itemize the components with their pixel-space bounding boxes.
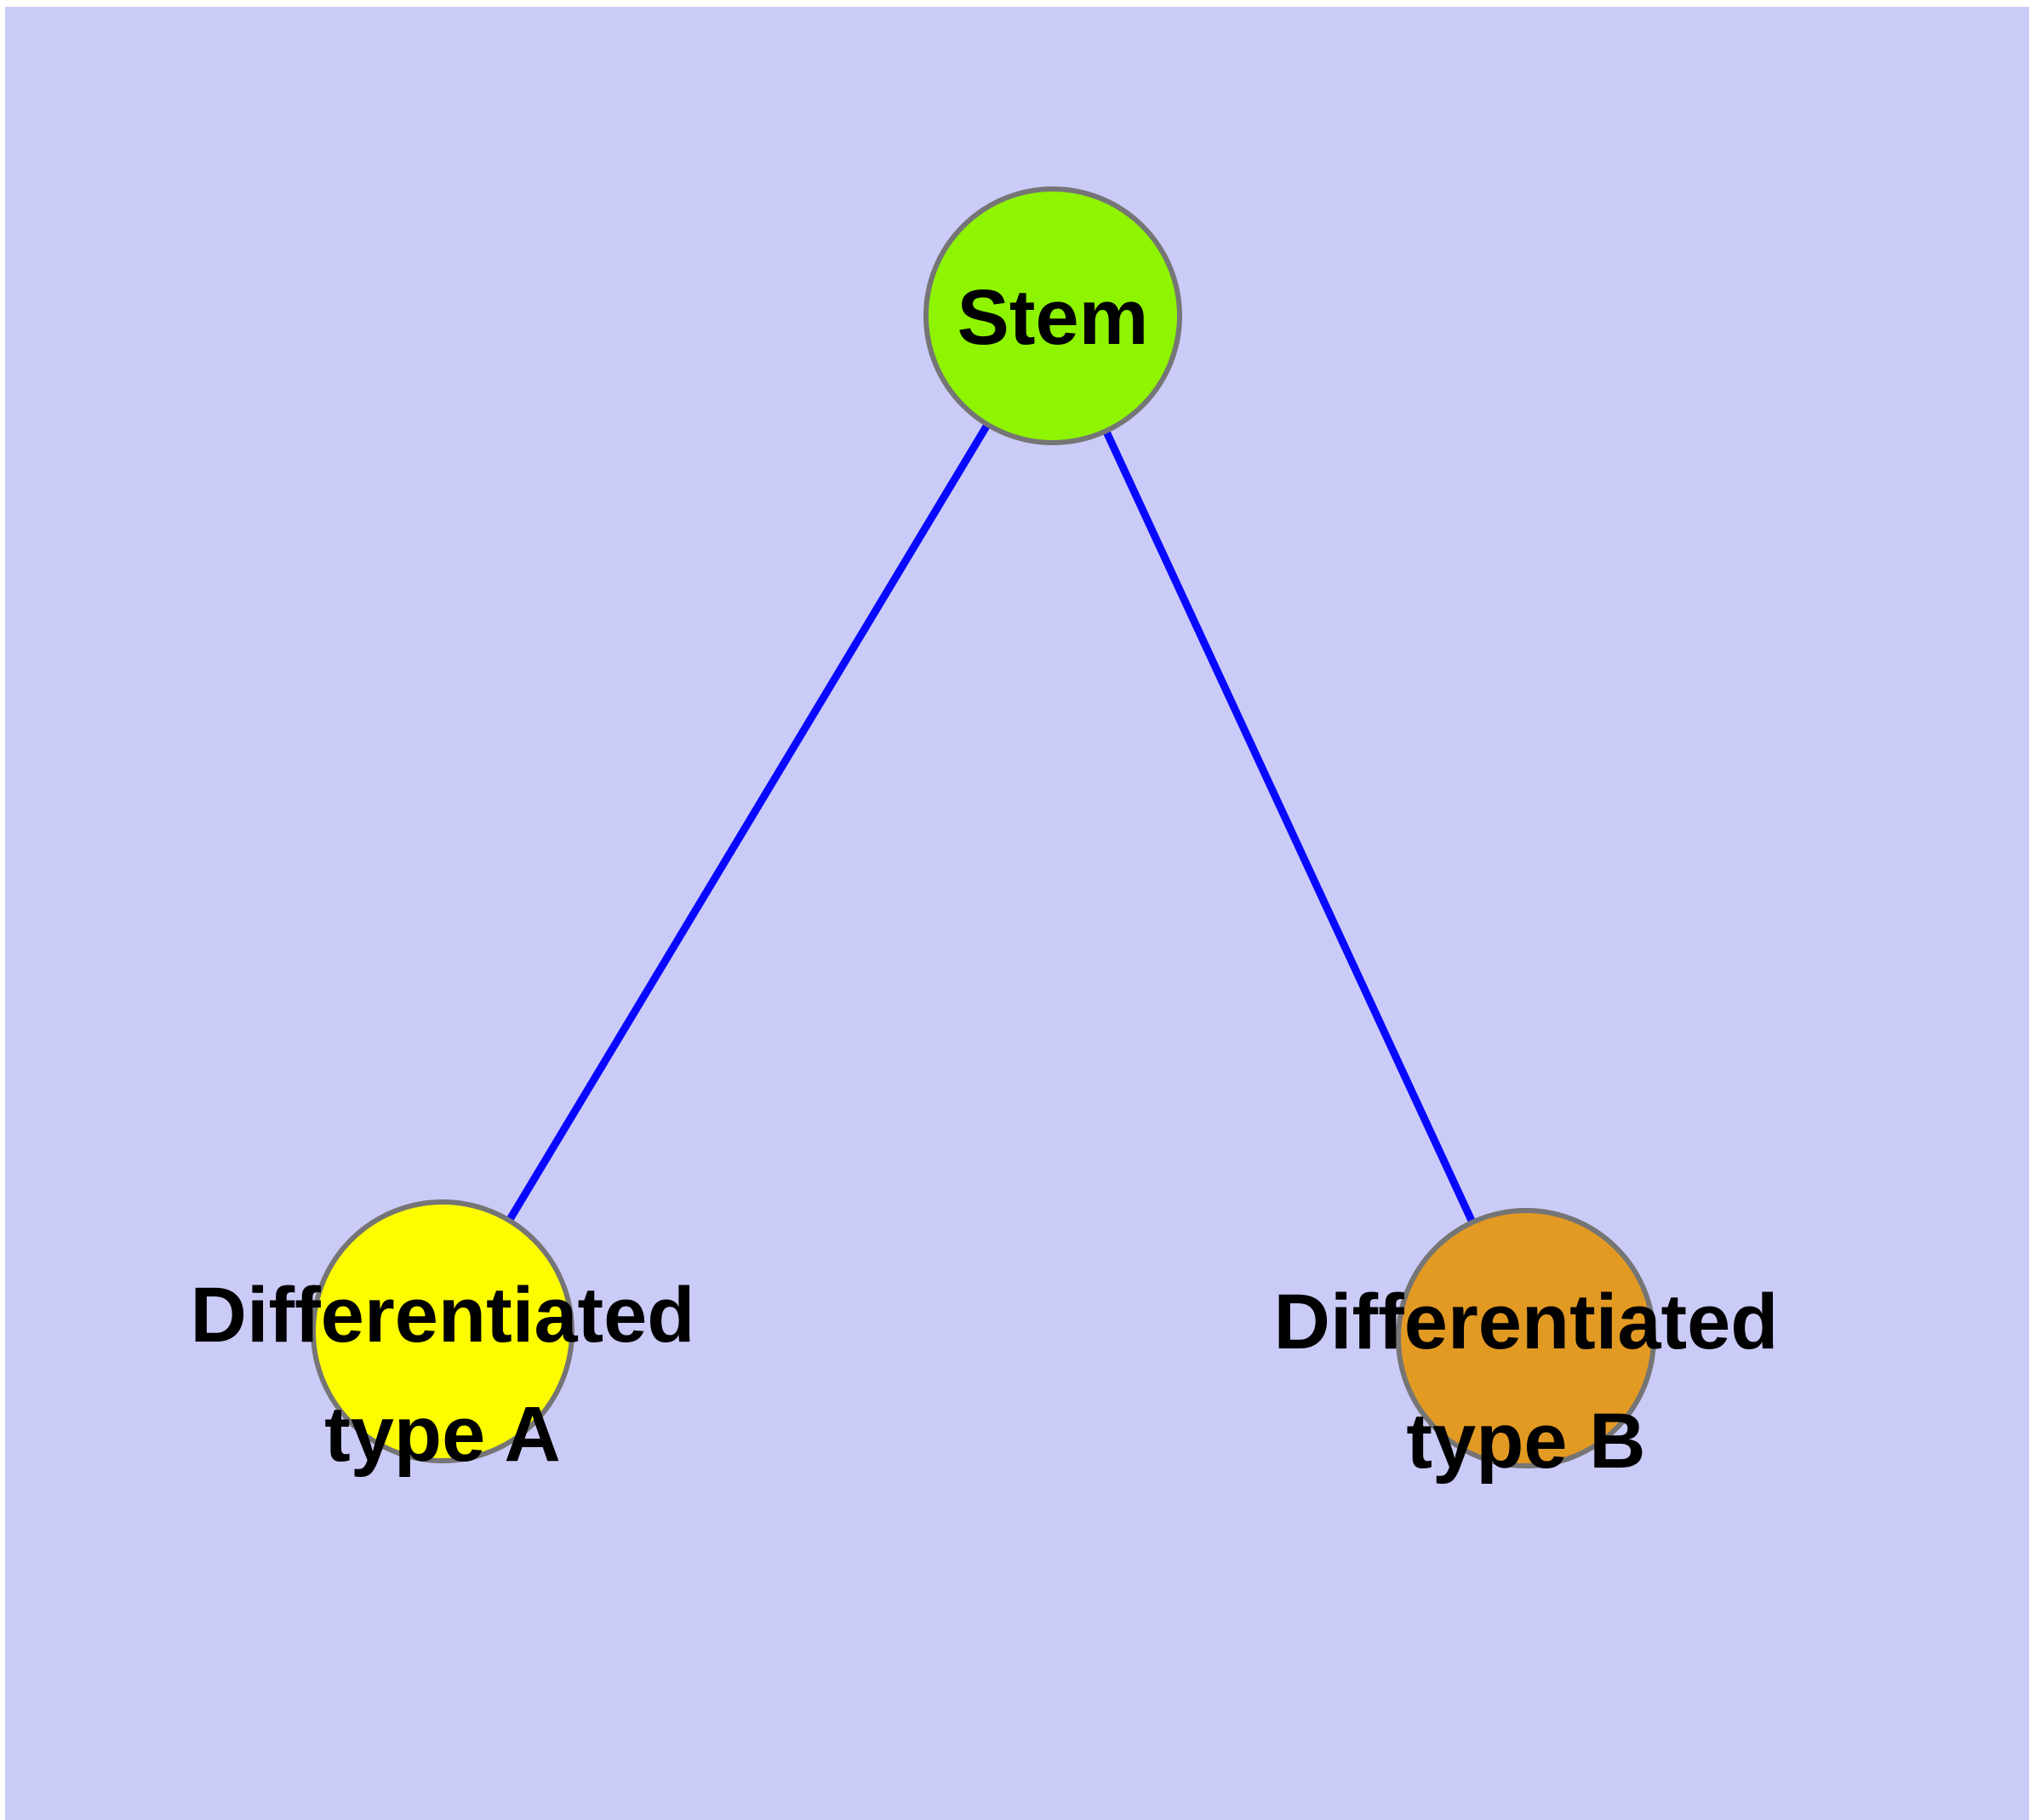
node-differentiated-type-b-circle	[1396, 1208, 1656, 1468]
node-differentiated-type-b-label: Differentiated type B	[1274, 1279, 1779, 1485]
node-differentiated-type-a-label-line-2: type A	[324, 1391, 561, 1478]
node-differentiated-type-a-label: Differentiated type A	[191, 1272, 695, 1478]
node-differentiated-type-a-label-line-1: Differentiated	[191, 1272, 695, 1359]
node-stem-circle	[923, 186, 1182, 445]
node-differentiated-type-b-label-line-2: type B	[1406, 1398, 1645, 1485]
node-differentiated-type-b-label-line-1: Differentiated	[1274, 1279, 1779, 1365]
node-stem-label-line-1: Stem	[957, 274, 1149, 361]
edge-stem-to-differentiated-type-b	[1049, 314, 1530, 1340]
node-stem-label: Stem	[957, 274, 1149, 361]
node-differentiated-type-a-circle	[311, 1199, 574, 1463]
edge-stem-to-differentiated-type-a	[439, 313, 1056, 1334]
